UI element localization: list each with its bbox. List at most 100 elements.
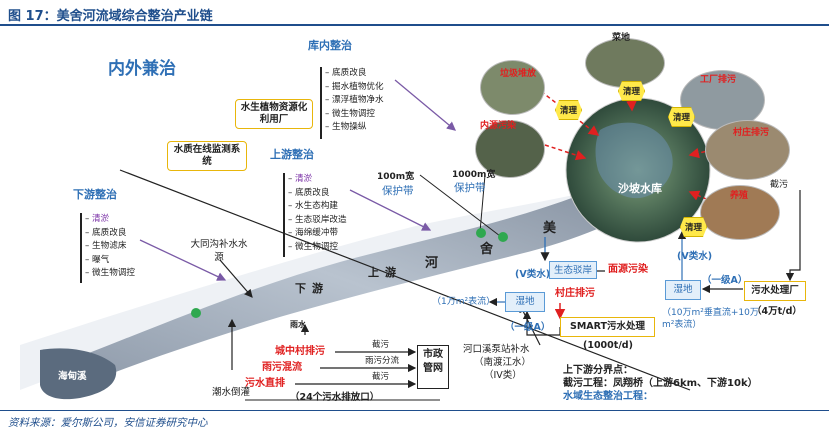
boundary-2: 水域生态整治工程：	[563, 391, 653, 402]
smart-capacity: (1000t/d)	[583, 340, 633, 351]
label-factory: 工厂排污	[700, 75, 737, 85]
grade-a-1: （一级A）	[505, 322, 551, 333]
downstream-measures: 清淤 底质改良 生物滤床 曝气 微生物调控	[80, 213, 135, 283]
purple-arrow-2	[349, 189, 432, 231]
measure-item: 漂浮植物净水	[325, 94, 384, 108]
monitor-box: 水质在线监测系统	[167, 141, 247, 171]
figure-title: 图 17：美舍河流域综合整治产业链	[0, 0, 829, 26]
reservoir-name: 沙坡水库	[618, 182, 662, 195]
river-lower-bank	[59, 197, 661, 396]
dadong-source: 大同沟补水水源	[190, 239, 248, 263]
tide-label: 潮水倒灌	[212, 387, 251, 398]
photo-village	[705, 120, 790, 180]
measure-item: 底质改良	[85, 227, 135, 241]
haidian-label: 海甸溪	[58, 371, 87, 382]
belt-line-1	[479, 174, 486, 233]
protect-belt-100: 保护带	[382, 185, 414, 197]
rain-mix-label: 雨污混流	[262, 362, 302, 373]
v-water-2: (V类水)	[677, 251, 713, 262]
label-garbage: 垃圾堆放	[500, 69, 537, 79]
intercept-2: 截污	[372, 372, 390, 382]
tag-intercept-village: 截污	[770, 180, 789, 190]
upstream-measures: 清淤 底质改良 水生态构建 生态驳岸改造 海绵缓冲带 微生物调控	[283, 173, 347, 257]
river-upper: 上游	[368, 266, 402, 279]
downstream-title: 下游整治	[73, 188, 117, 201]
measure-item: 微生物调控	[85, 267, 135, 281]
v-water-1: (V类水)	[515, 269, 551, 280]
green-dot-1	[476, 228, 486, 238]
municipal-box: 市政管网	[417, 345, 449, 389]
arrow-dadong	[219, 259, 253, 298]
source-note: 资料来源：爱尔斯公司，安信证券研究中心	[0, 410, 829, 433]
wetland-area: （10万m²垂直流+10万m²表流）	[662, 308, 759, 330]
river-char-mei: 美	[543, 221, 557, 236]
area-1: （1万m²表流）	[432, 297, 496, 307]
plant-factory-box: 水生植物资源化利用厂	[235, 99, 313, 129]
grade-a-2: （一级A）	[702, 275, 748, 286]
protect-belt-1000: 保护带	[454, 182, 486, 194]
reservoir-water	[595, 122, 673, 199]
measure-item: 水生态构建	[288, 200, 347, 214]
nandu-label: （南渡江水）	[474, 357, 532, 368]
measure-item: 底质改良	[288, 187, 347, 201]
measure-item: 底质改良	[325, 67, 384, 81]
urban-village-label: 城中村排污	[275, 346, 325, 357]
photo-breeding	[700, 185, 780, 240]
green-dot-2	[498, 232, 508, 242]
intercept-1: 截污	[372, 340, 390, 350]
direct-label: 污水直排	[245, 378, 285, 389]
reservoir-measures: 底质改良 掘水植物优化 漂浮植物净水 微生物调控 生物操纵	[320, 67, 384, 139]
measure-item: 微生物调控	[288, 241, 347, 255]
river-char-she: 舍	[480, 242, 494, 257]
purple-arrow-1	[394, 79, 456, 131]
wetland-1-box: 湿地	[505, 292, 545, 312]
river-lower: 下游	[295, 282, 329, 295]
river-body	[40, 168, 660, 395]
label-100m: 100m宽	[377, 172, 415, 182]
reservoir-section-title: 库内整治	[308, 39, 352, 52]
measure-item: 曝气	[85, 254, 135, 268]
boundary-1: 截污工程：凤翔桥（上游6km、下游10k）	[563, 378, 758, 389]
measure-item: 掘水植物优化	[325, 81, 384, 95]
measure-item: 生态驳岸改造	[288, 214, 347, 228]
tag-clean-3: 清理	[668, 107, 696, 127]
photo-garbage	[480, 60, 545, 115]
eco-bank-box: 生态驳岸	[549, 261, 597, 279]
haidian-creek	[40, 348, 117, 400]
photo-vegetable	[585, 38, 665, 88]
measure-item: 生物滤床	[85, 240, 135, 254]
measure-item: 生物操纵	[325, 121, 384, 135]
measure-item: 清淤	[85, 213, 135, 227]
label-vegetable: 菜地	[612, 33, 631, 43]
label-internal: 内源污染	[480, 121, 517, 131]
smart-box: SMART污水处理	[560, 317, 655, 337]
iv-label: （IV类）	[484, 370, 522, 381]
upstream-title: 上游整治	[270, 148, 314, 161]
boundary-title: 上下游分界点：	[563, 365, 633, 376]
measure-item: 微生物调控	[325, 108, 384, 122]
nonpoint-label: 面源污染	[608, 264, 648, 275]
measure-item: 海绵缓冲带	[288, 227, 347, 241]
photo-internal	[475, 120, 545, 178]
flow-intercept-right	[785, 190, 801, 282]
purple-arrow-3	[139, 239, 227, 281]
outlets-label: （24个污水排放口）	[290, 392, 380, 403]
divider-line	[119, 169, 691, 391]
wetland-2-box: 湿地	[665, 280, 701, 300]
green-dot-3	[191, 308, 201, 318]
village-sewage-label: 村庄排污	[555, 288, 595, 299]
label-village: 村庄排污	[733, 128, 770, 138]
label-breeding: 养殖	[730, 191, 749, 201]
plant-capacity: （4万t/d）	[752, 306, 802, 317]
pump-label: 河口溪泵站补水	[463, 344, 530, 355]
plant-box: 污水处理厂	[744, 281, 806, 301]
tag-clean-1: 清理	[618, 81, 646, 101]
tag-clean-4: 清理	[680, 217, 708, 237]
label-1000m: 1000m宽	[452, 170, 496, 180]
measure-item: 清淤	[288, 173, 347, 187]
arrow-f	[544, 144, 587, 161]
main-title: 内外兼治	[108, 59, 176, 79]
river-char-he: 河	[425, 256, 439, 271]
rain-label: 雨水	[290, 320, 306, 329]
separate-label: 雨污分流	[365, 356, 400, 366]
